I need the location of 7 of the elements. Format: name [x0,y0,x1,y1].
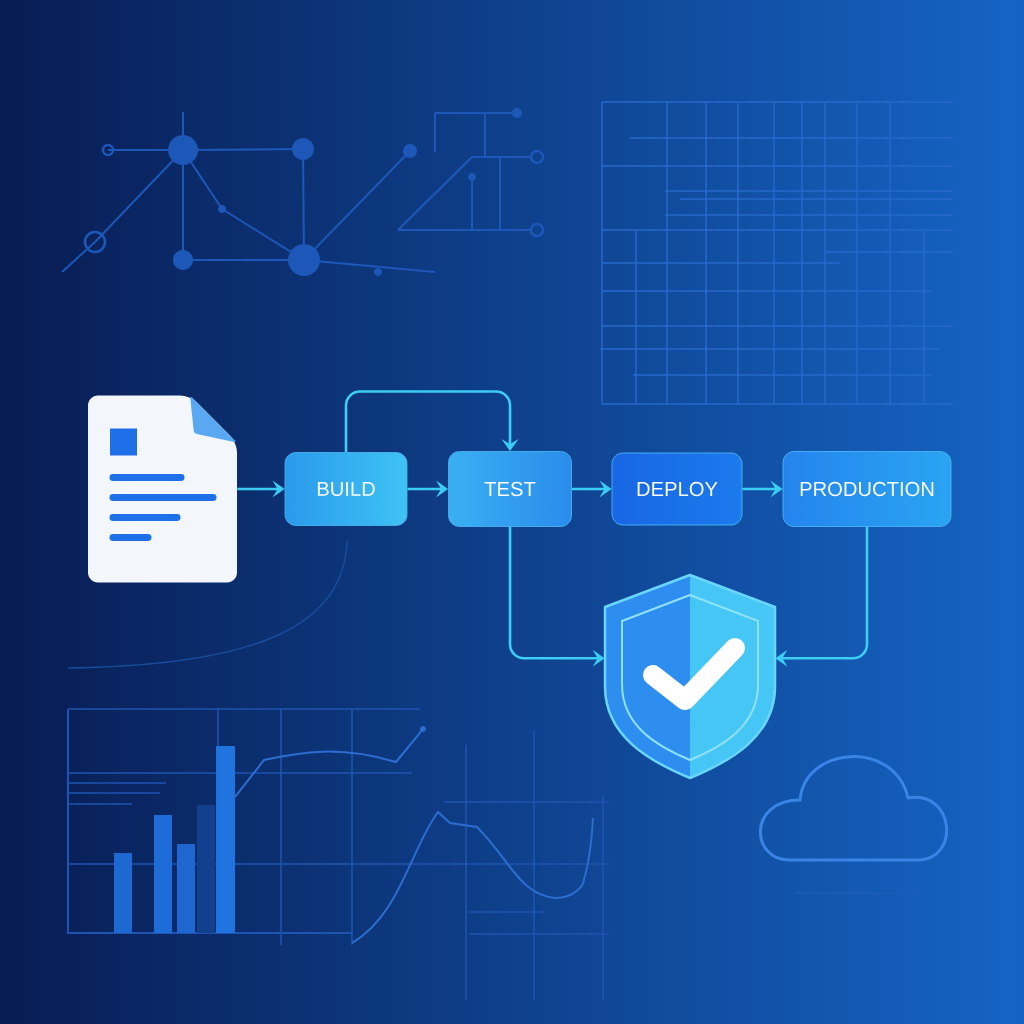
process-box: BUILD [284,452,408,526]
shield-icon [603,573,777,780]
process-box: DEPLOY [611,452,743,526]
arrow [344,390,519,453]
process-box: TEST [448,451,572,527]
document-icon [88,395,237,583]
process-box: PRODUCTION [782,451,952,527]
